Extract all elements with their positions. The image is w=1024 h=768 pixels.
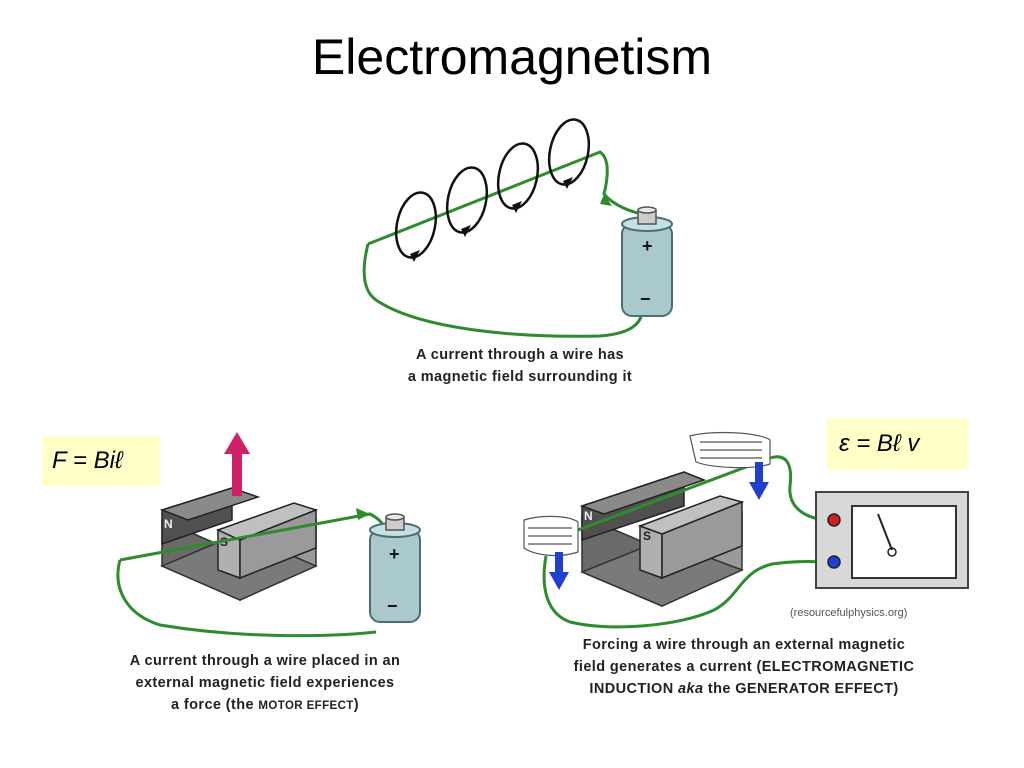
field-loop-1 — [394, 191, 438, 259]
generator-caption-line3: INDUCTION aka the GENERATOR EFFECT) — [516, 678, 972, 700]
generator-equation: ε = Bℓ v — [839, 430, 920, 457]
motor-equation: F = Biℓ — [52, 447, 123, 474]
generator-magnet-s: S — [643, 529, 651, 543]
generator-magnet-n: N — [584, 509, 593, 523]
generator-magnet: N S — [579, 470, 745, 608]
motor-caption-line2: external magnetic field experiences — [135, 675, 395, 691]
page-title: Electromagnetism — [311, 29, 713, 85]
generator-caption: Forcing a wire through an external magne… — [516, 634, 972, 700]
meter-terminal-blue — [827, 555, 841, 569]
generator-caption-aka: aka — [678, 681, 704, 697]
field-loop-3 — [496, 142, 540, 210]
motor-battery-plus: + — [389, 544, 400, 564]
hand-icon — [689, 431, 771, 469]
motor-return-wire — [116, 559, 377, 638]
generator-caption-line1: Forcing a wire through an external magne… — [582, 637, 906, 653]
generator-wire-to-meter-bottom — [542, 555, 833, 629]
top-battery-minus: − — [640, 289, 651, 309]
motor-equation-box: F = Biℓ — [42, 436, 160, 486]
meter-needle — [877, 513, 893, 551]
top-caption: A current through a wire has a magnetic … — [340, 344, 700, 388]
field-loop-2 — [445, 166, 489, 234]
top-wire-arrow — [600, 194, 612, 206]
top-return-wire — [362, 243, 644, 338]
source-credit: (resourcefulphysics.org) — [790, 607, 908, 619]
meter-terminal-red — [827, 513, 841, 527]
generator-equation-box: ε = Bℓ v — [827, 418, 968, 470]
motor-battery: + − — [369, 513, 421, 623]
motor-caption: A current through a wire placed in an ex… — [70, 650, 460, 717]
field-loop-4 — [547, 118, 591, 186]
motor-caption-line1: A current through a wire placed in an — [129, 653, 401, 669]
motor-caption-line3-a: a force (the — [171, 697, 259, 713]
motor-magnet-n: N — [164, 517, 173, 531]
galvanometer — [815, 491, 969, 589]
hand-icon-left — [523, 515, 579, 557]
field-loop-arrows — [410, 177, 573, 262]
top-wire — [367, 150, 643, 246]
generator-wire-to-meter-top — [769, 455, 833, 522]
top-battery-plus: + — [642, 236, 653, 256]
motor-caption-line3: a force (the MOTOR EFFECT) — [70, 694, 460, 717]
generator-caption-line2: field generates a current (ELECTROMAGNET… — [573, 659, 915, 675]
generator-caption-line3-a: INDUCTION — [589, 681, 679, 697]
top-battery: + − — [621, 206, 673, 317]
field-loops — [394, 118, 591, 259]
motion-arrow-right — [749, 462, 769, 500]
top-caption-line1: A current through a wire has — [415, 347, 625, 363]
motor-caption-line3-c: ) — [353, 697, 359, 713]
motor-effect-label: MOTOR EFFECT — [258, 700, 354, 712]
generator-caption-line3-c: the GENERATOR EFFECT) — [703, 681, 899, 697]
motor-wire-arrow — [356, 508, 370, 520]
top-caption-line2: a magnetic field surrounding it — [407, 369, 633, 385]
motor-battery-minus: − — [387, 596, 398, 616]
force-arrow — [224, 432, 250, 496]
motion-arrow-left — [549, 552, 569, 590]
